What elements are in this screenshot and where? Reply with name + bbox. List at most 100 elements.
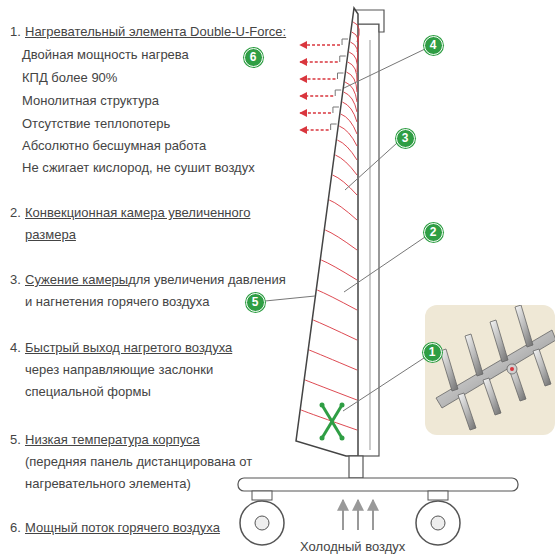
callout-text: 4 bbox=[430, 38, 437, 52]
element-fin bbox=[515, 305, 533, 347]
text-block: Двойная мощность нагрева bbox=[22, 44, 189, 66]
item-text: Отсутствие теплопотерь bbox=[22, 116, 170, 131]
callout-number: 3 bbox=[396, 129, 415, 148]
leader-line bbox=[343, 358, 424, 411]
guide-flap bbox=[340, 56, 346, 62]
item-heading: Мощный поток горячего воздуха bbox=[25, 520, 220, 535]
leader-line bbox=[344, 237, 425, 292]
item-text: Не сжигает кислород, не сушит воздух bbox=[22, 160, 255, 175]
heat-line bbox=[339, 126, 357, 146]
element-tube bbox=[507, 364, 517, 374]
x-dot bbox=[320, 403, 325, 408]
guide-flap bbox=[333, 107, 339, 113]
text-block: 4.Быстрый выход нагретого воздухачерез н… bbox=[10, 337, 310, 403]
callout-number: 6 bbox=[244, 48, 263, 67]
element-fin bbox=[465, 334, 483, 376]
item-heading: Конвекционная камера увеличенного размер… bbox=[25, 205, 250, 242]
text-block: Монолитная структура bbox=[22, 90, 159, 112]
heat-line bbox=[349, 52, 357, 72]
back-column bbox=[357, 24, 379, 456]
hot-air-arrow bbox=[300, 44, 340, 45]
inset-panel bbox=[425, 305, 555, 435]
leader-line bbox=[345, 143, 397, 190]
callout-number: 5 bbox=[246, 293, 265, 312]
hot-air-arrow bbox=[300, 95, 333, 96]
heat-line bbox=[333, 175, 357, 195]
wheel-mount bbox=[252, 491, 272, 500]
text-block: Отсутствие теплопотерь bbox=[22, 113, 170, 135]
guide-flap bbox=[331, 124, 337, 130]
element-core bbox=[510, 367, 514, 371]
cold-air-arrow bbox=[342, 500, 344, 530]
callout-text: 1 bbox=[429, 345, 436, 359]
x-stroke bbox=[322, 405, 342, 438]
stand-base bbox=[238, 478, 518, 491]
guide-flap bbox=[337, 73, 343, 79]
wheel-mount bbox=[428, 491, 448, 500]
cold-air-arrow bbox=[372, 500, 374, 530]
heat-line bbox=[335, 155, 357, 175]
x-stroke bbox=[322, 405, 342, 438]
front-panel bbox=[296, 8, 358, 456]
item-number: 1. bbox=[10, 21, 25, 43]
heat-line bbox=[341, 114, 357, 134]
inner-line bbox=[370, 40, 371, 450]
item-number: 3. bbox=[10, 269, 25, 291]
item-number: 2. bbox=[10, 202, 25, 224]
item-text: Абсолютно бесшумная работа bbox=[22, 138, 206, 153]
element-fin bbox=[533, 349, 551, 386]
heat-line bbox=[337, 140, 357, 160]
text-block: КПД более 90% bbox=[22, 67, 117, 89]
cold-air-arrow bbox=[357, 500, 359, 530]
hot-air-arrow bbox=[300, 112, 331, 113]
wheel-hub bbox=[255, 516, 269, 530]
heat-line bbox=[305, 380, 357, 400]
element-fin bbox=[490, 320, 508, 362]
callout-number: 1 bbox=[423, 343, 442, 362]
heat-line bbox=[321, 260, 357, 280]
item-heading: Сужение камеры bbox=[25, 272, 128, 287]
item-text: Холодный воздух bbox=[300, 539, 405, 554]
x-dot bbox=[340, 436, 345, 441]
callout-text: 5 bbox=[252, 295, 259, 309]
item-number: 4. bbox=[10, 337, 25, 359]
item-text: Двойная мощность нагрева bbox=[22, 47, 189, 62]
text-block: 5.Низкая температура корпуса (передняя па… bbox=[10, 429, 310, 495]
element-fin bbox=[458, 393, 476, 430]
heat-line bbox=[325, 230, 357, 250]
text-block: Холодный воздух bbox=[300, 538, 405, 556]
item-number: 5. bbox=[10, 429, 25, 451]
item-text: (передняя панель дистанцирована от нагре… bbox=[25, 451, 280, 495]
heat-line bbox=[350, 42, 357, 62]
text-block: Не сжигает кислород, не сушит воздух bbox=[22, 157, 255, 179]
heat-line bbox=[344, 92, 357, 112]
callout-text: 6 bbox=[250, 50, 257, 64]
guide-flap bbox=[342, 39, 348, 45]
element-fin bbox=[440, 349, 458, 391]
hot-air-arrow bbox=[300, 129, 329, 130]
heating-element-photo bbox=[436, 305, 555, 430]
element-fin bbox=[508, 364, 526, 401]
element-fin bbox=[483, 378, 501, 415]
heat-line bbox=[313, 320, 357, 340]
heat-line bbox=[342, 102, 357, 122]
text-block: 6.Мощный поток горячего воздуха bbox=[10, 517, 260, 539]
wheel bbox=[240, 501, 284, 545]
text-block: 1.Нагревательный элемента Double-U-Force… bbox=[10, 21, 340, 43]
callout-number: 4 bbox=[424, 36, 443, 55]
item-text: КПД более 90% bbox=[22, 70, 117, 85]
heat-line bbox=[348, 62, 357, 82]
guide-flap bbox=[335, 90, 341, 96]
hot-air-arrow bbox=[300, 78, 335, 79]
item-heading: Быстрый выход нагретого воздуха bbox=[25, 340, 232, 355]
guide-flaps bbox=[300, 39, 348, 130]
wheel bbox=[416, 501, 460, 545]
stand-post bbox=[349, 456, 363, 478]
leader-line bbox=[265, 296, 315, 301]
x-dot bbox=[340, 403, 345, 408]
callout-text: 3 bbox=[402, 131, 409, 145]
heat-lines bbox=[301, 22, 359, 430]
x-dot bbox=[320, 436, 325, 441]
item-heading: Низкая температура корпуса bbox=[25, 432, 200, 447]
